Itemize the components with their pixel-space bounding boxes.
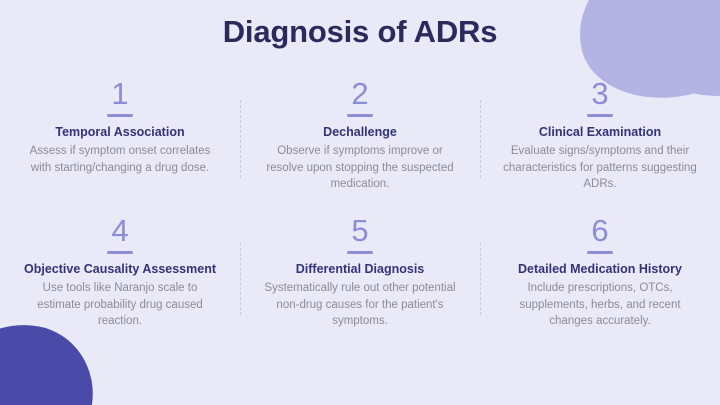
column-divider-top-right [480, 100, 481, 178]
step-heading-3: Clinical Examination [538, 124, 662, 139]
step-rule-6 [587, 250, 613, 254]
step-rule-4 [107, 250, 133, 254]
step-heading-1: Temporal Association [55, 124, 185, 139]
column-divider-bottom-right [480, 243, 481, 316]
step-rule-2 [347, 113, 373, 117]
steps-row-bottom: 4 Objective Causality Assessment Use too… [0, 215, 720, 330]
step-rule-3 [587, 113, 613, 117]
step-card-1: 1 Temporal Association Assess if symptom… [0, 76, 240, 193]
step-description-5: Systematically rule out other potential … [264, 282, 456, 328]
steps-grid: 1 Temporal Association Assess if symptom… [0, 76, 720, 330]
step-number-6: 6 [591, 213, 609, 249]
step-description-6: Include prescriptions, OTCs, supplements… [519, 282, 681, 328]
step-heading-5: Differential Diagnosis [295, 261, 425, 276]
step-number-5: 5 [351, 213, 369, 249]
step-card-3: 3 Clinical Examination Evaluate signs/sy… [480, 76, 720, 193]
step-description-3: Evaluate signs/symptoms and their charac… [503, 145, 697, 191]
step-description-2: Observe if symptoms improve or resolve u… [266, 145, 454, 191]
steps-row-top: 1 Temporal Association Assess if symptom… [0, 76, 720, 193]
step-card-2: 2 Dechallenge Observe if symptoms improv… [240, 76, 480, 193]
step-card-4: 4 Objective Causality Assessment Use too… [0, 215, 240, 330]
step-rule-5 [347, 250, 373, 254]
step-number-1: 1 [111, 76, 129, 111]
step-card-6: 6 Detailed Medication History Include pr… [480, 215, 720, 330]
step-heading-6: Detailed Medication History [518, 261, 682, 276]
step-description-1: Assess if symptom onset correlates with … [29, 145, 211, 174]
column-divider-bottom-left [240, 243, 241, 316]
step-number-4: 4 [111, 213, 129, 249]
step-description-4: Use tools like Naranjo scale to estimate… [37, 282, 203, 328]
step-heading-2: Dechallenge [323, 124, 397, 139]
step-number-2: 2 [351, 76, 369, 111]
step-heading-4: Objective Causality Assessment [24, 261, 216, 276]
column-divider-top-left [240, 100, 241, 178]
step-number-3: 3 [591, 76, 609, 111]
step-card-5: 5 Differential Diagnosis Systematically … [240, 215, 480, 330]
step-rule-1 [107, 113, 133, 117]
page-title: Diagnosis of ADRs [222, 14, 498, 49]
